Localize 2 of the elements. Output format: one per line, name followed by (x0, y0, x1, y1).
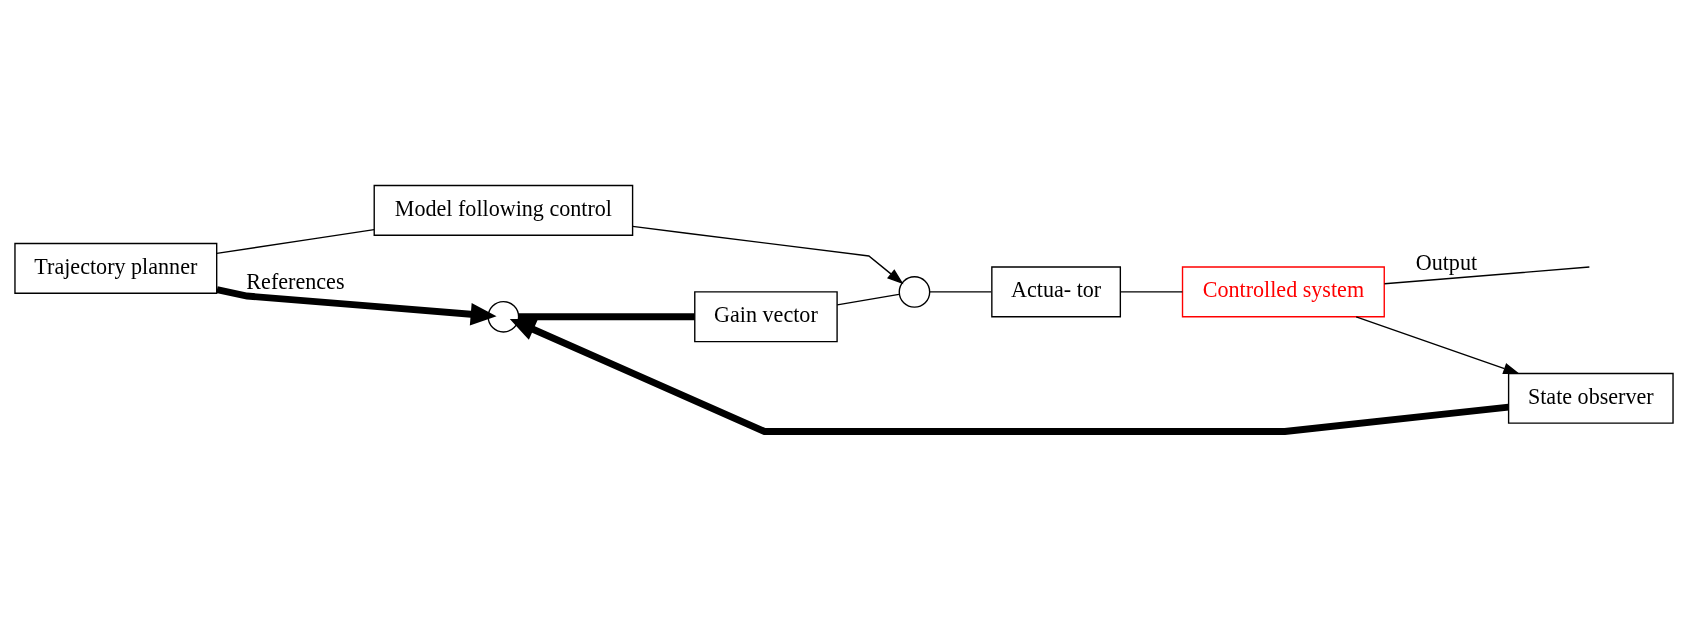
edge-label: References (246, 268, 345, 294)
edge-label: Output (1415, 249, 1478, 275)
